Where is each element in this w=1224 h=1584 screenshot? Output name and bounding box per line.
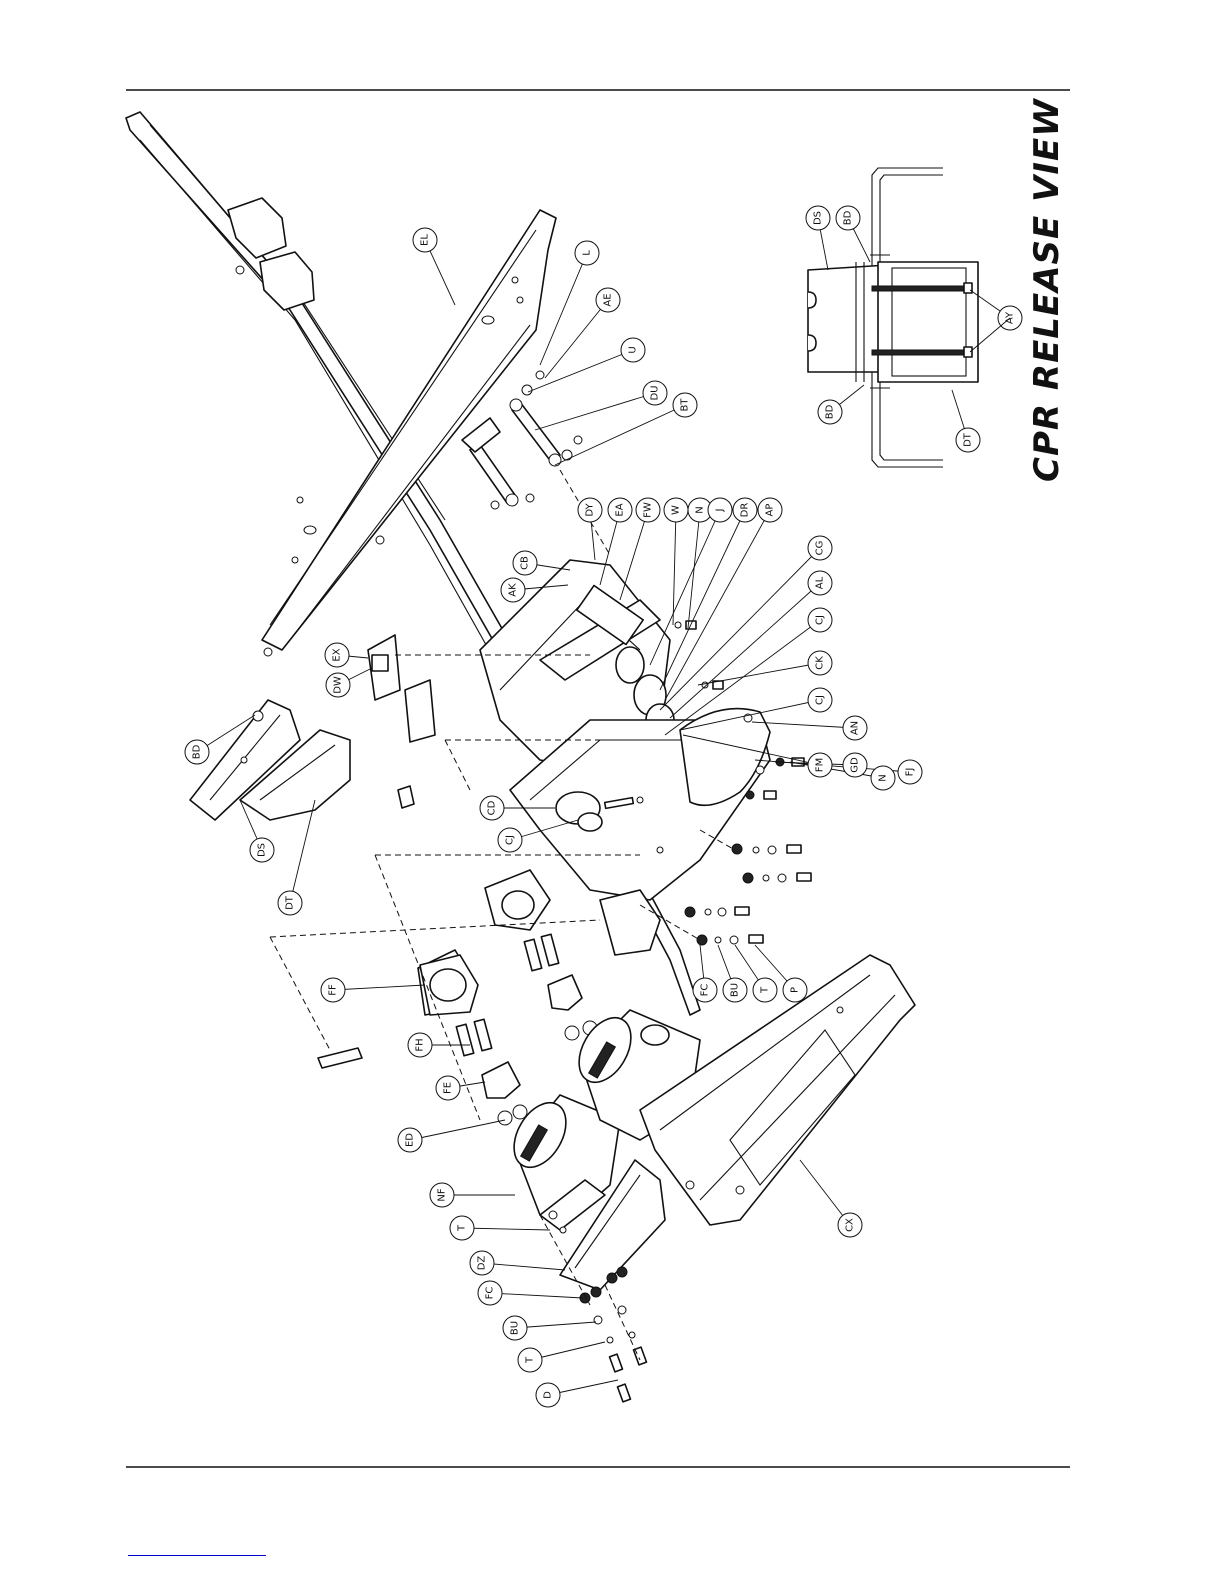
callout-label-cj1: CJ [815,615,826,625]
callout-leader-bt [555,405,685,465]
callout-label-fc2: FC [700,984,711,997]
callout-leader-ap [665,510,770,700]
callout-label-bu1: BU [510,1321,521,1335]
callout-label-cg: CG [815,541,826,556]
callout-label-ex: EX [332,648,343,661]
callout-label-ay: AY [1005,311,1016,324]
ex-bracket [368,635,435,808]
callout-leader-ck [698,663,820,685]
callout-label-fc1: FC [485,1287,496,1300]
callout-label-ed: ED [405,1133,416,1147]
callout-label-fm: FM [815,758,826,772]
callout-label-el: EL [420,234,431,246]
callout-label-ff: FF [328,984,339,996]
callout-leader-ff [333,985,425,990]
callout-leader-du [535,393,655,430]
callout-label-fj: FJ [905,768,916,777]
callout-label-ae: AE [603,293,614,306]
callout-label-ak: AK [508,583,519,597]
callout-leader-l [540,253,587,365]
cx-base-frame [640,955,915,1225]
callout-label-du: DU [650,385,661,400]
callout-label-bt: BT [680,398,691,412]
callout-label-ds1: DS [257,843,268,857]
callout-leader-fc1 [490,1293,583,1298]
callout-label-bd3: BD [825,404,836,419]
view-title: CPR RELEASE VIEW [1027,98,1067,482]
callout-label-p: P [790,987,801,993]
callout-label-t3: T [760,986,771,994]
callout-label-cx: CX [845,1218,856,1232]
callout-label-cj2: CJ [815,695,826,705]
callout-leader-ae [545,300,608,378]
callout-leader-t1 [462,1228,550,1230]
callout-label-fw: FW [643,502,654,518]
callout-label-t1: T [457,1224,468,1232]
callout-label-cj3: CJ [505,835,516,845]
callout-label-dz: DZ [477,1256,488,1271]
callout-label-ap: AP [765,504,776,517]
callout-label-dt2: DT [963,432,974,447]
callout-leader-j [650,510,720,665]
callout-label-w: W [671,505,682,515]
callout-label-dt1: DT [285,895,296,910]
callout-label-cd: CD [487,800,498,815]
callout-leader-ed [410,1120,505,1140]
callout-label-n2: N [878,774,889,781]
callout-label-cb: CB [520,556,531,570]
callout-label-nf: NF [437,1188,448,1201]
callout-label-u: U [628,346,639,353]
callout-label-fe: FE [443,1082,454,1094]
callout-label-dw: DW [333,676,344,694]
footer-link-underline [128,1555,266,1556]
callout-leader-cg [660,548,820,710]
callout-label-ds2: DS [813,211,824,225]
callout-leader-dr [660,510,745,690]
callout-leader-fw [620,510,648,600]
callout-label-gd: GD [850,757,861,773]
callout-label-an: AN [850,721,861,735]
an-link-plate [680,709,770,806]
callout-label-l: L [582,250,593,256]
callout-label-t2: T [525,1356,536,1364]
callout-label-bd1: BD [192,744,203,759]
coupling-parts [318,934,597,1125]
callout-label-ck: CK [815,656,826,670]
callout-label-fh: FH [415,1038,426,1051]
callout-label-n1: N [695,506,706,513]
callout-label-j: J [715,509,726,513]
callout-label-bd2: BD [843,210,854,225]
callout-label-bu2: BU [730,983,741,997]
callout-label-d: D [543,1391,554,1399]
callout-leader-n1 [688,510,700,628]
callout-label-dr: DR [740,503,751,518]
callout-label-al: AL [815,576,826,589]
callout-label-dy: DY [585,502,596,516]
release-brackets-left [190,700,350,820]
callout-label-ea: EA [615,503,626,516]
